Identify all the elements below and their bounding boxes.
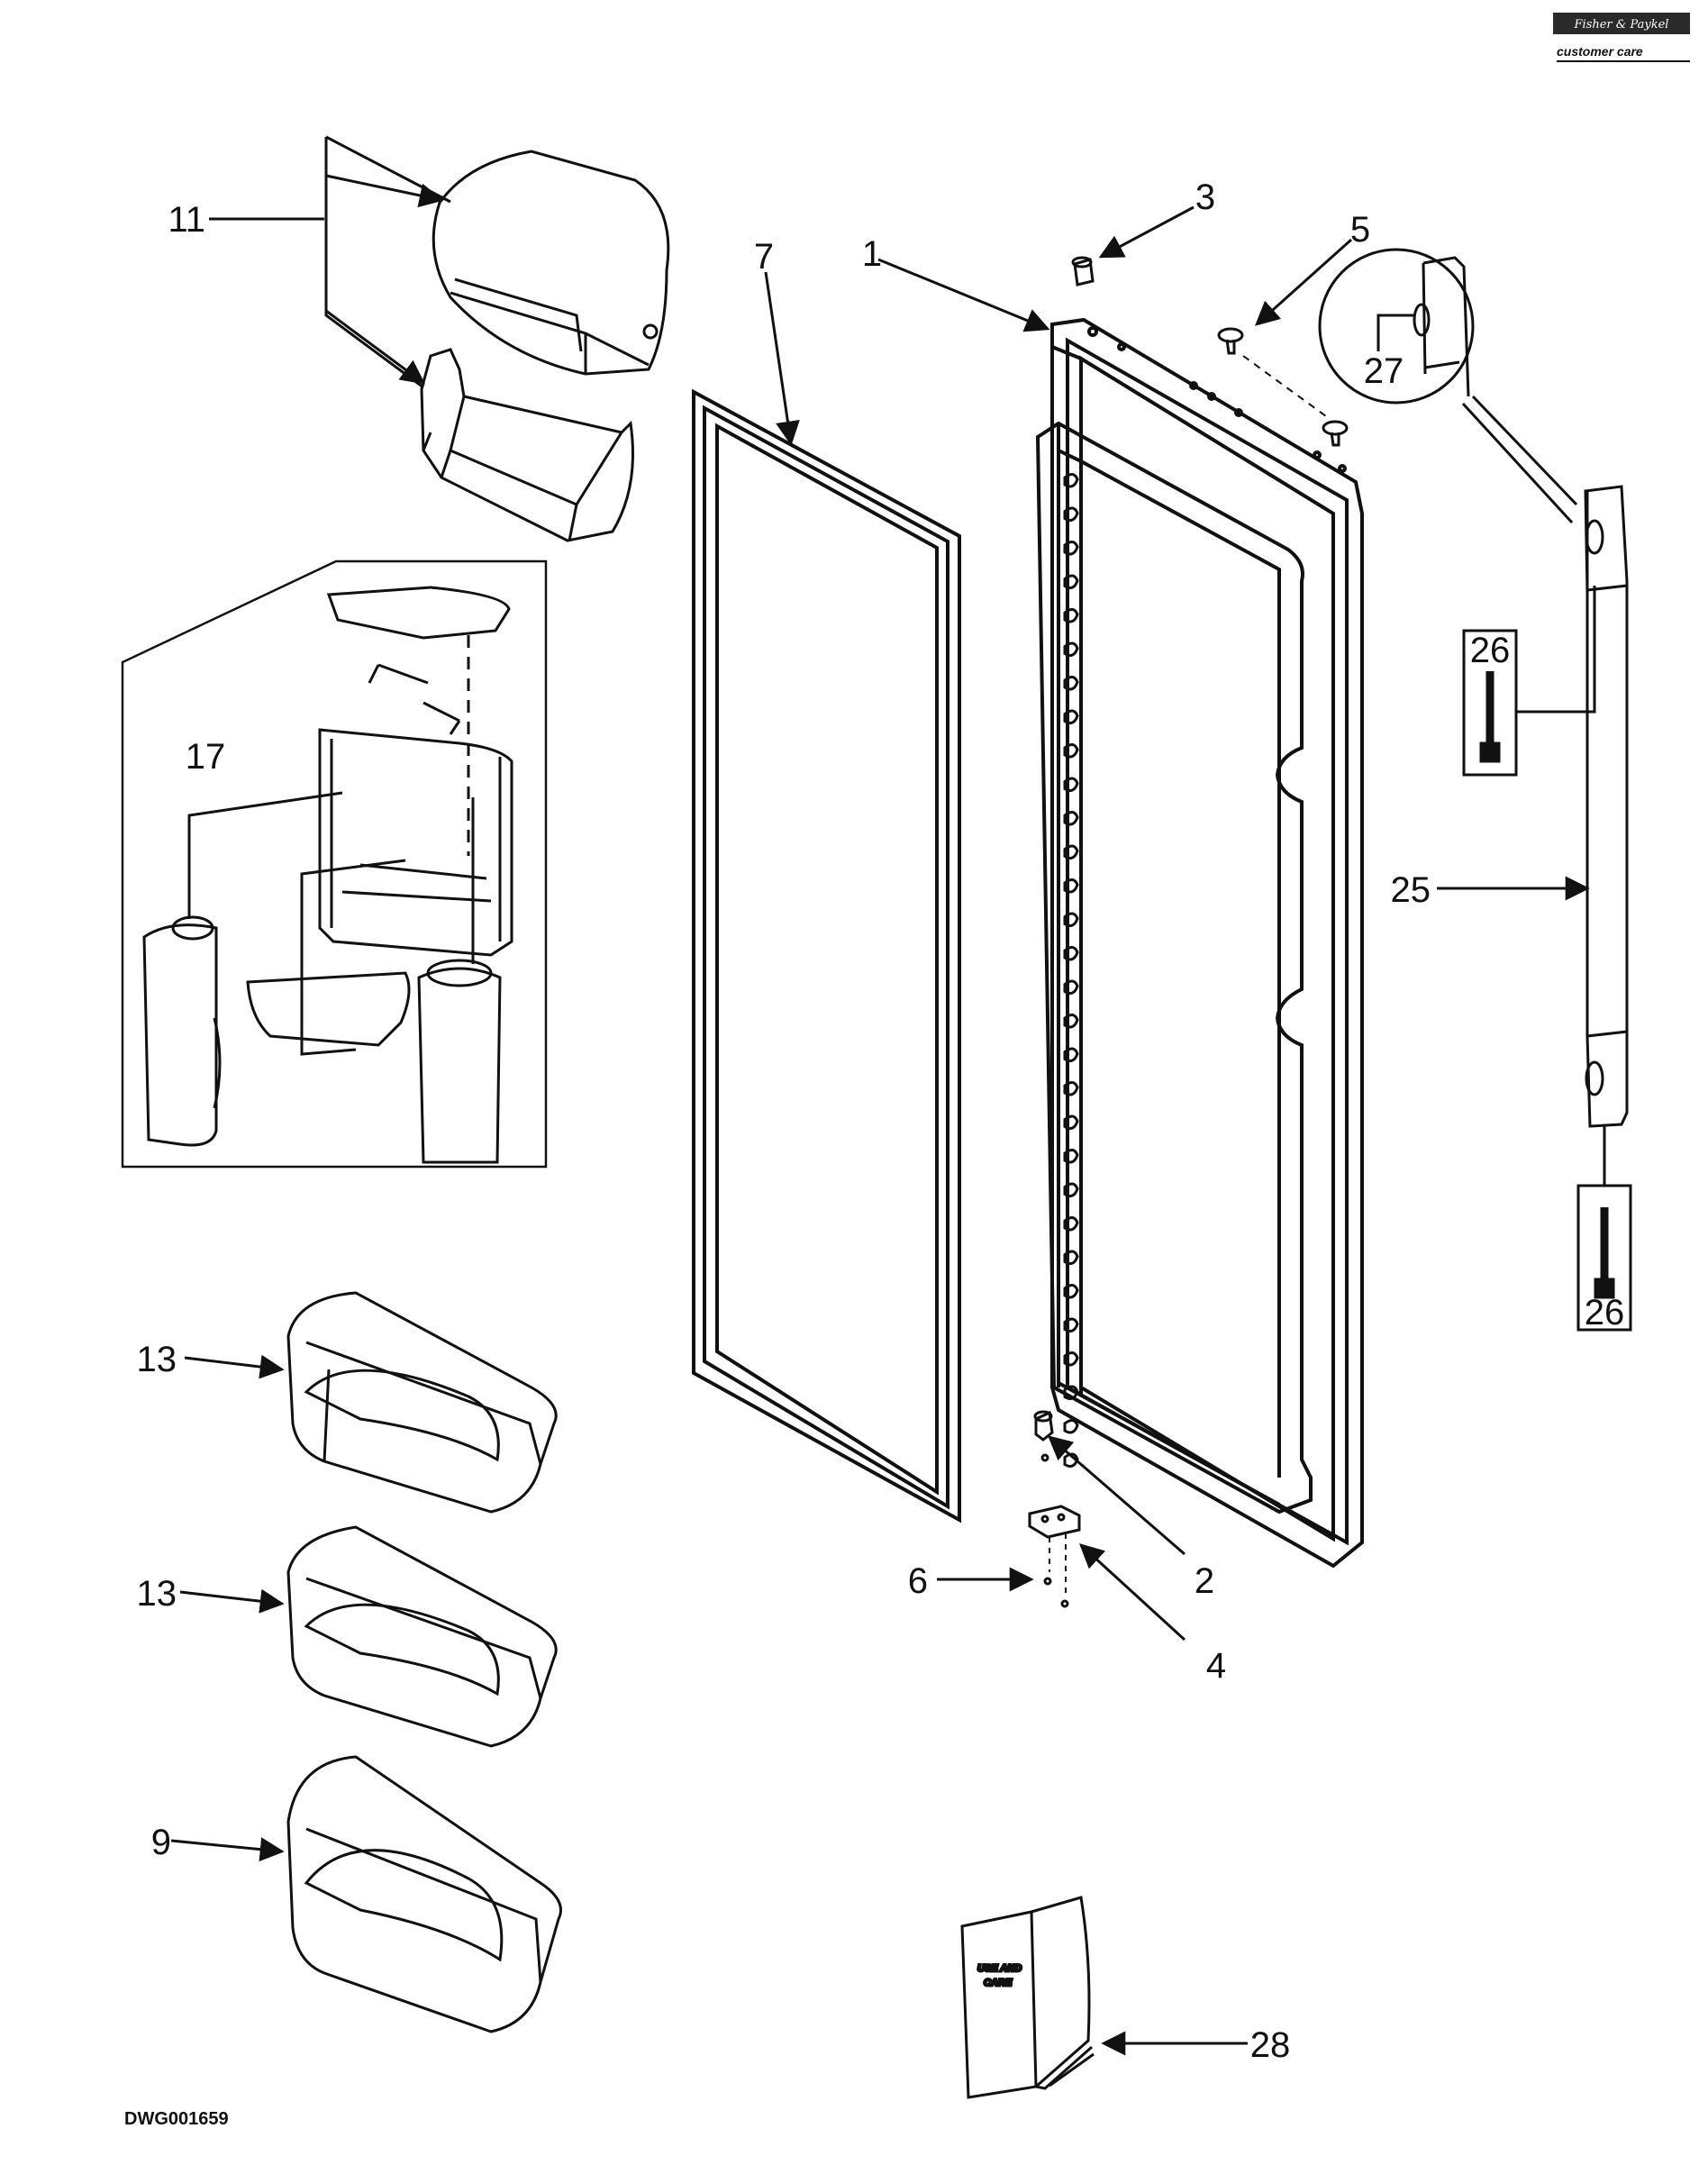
liner-pocket xyxy=(1063,844,1079,860)
liner-pocket xyxy=(1063,743,1079,759)
liner-pocket xyxy=(1063,1182,1079,1197)
label-9: 9 xyxy=(151,1823,171,1862)
liner-pocket xyxy=(1063,541,1079,556)
part-26-handle-screw-top xyxy=(1462,586,1596,777)
liner-pocket xyxy=(1063,1419,1079,1434)
label-13-upper: 13 xyxy=(137,1340,177,1379)
liner-pocket xyxy=(1063,676,1079,691)
label-13-lower: 13 xyxy=(137,1574,177,1614)
liner-pocket xyxy=(1063,912,1079,927)
liner-pocket xyxy=(1063,1284,1079,1299)
liner-pocket xyxy=(1063,878,1079,894)
part-5-screws xyxy=(1217,327,1349,447)
liner-pocket xyxy=(1063,608,1079,623)
label-4: 4 xyxy=(1206,1646,1226,1686)
liner-pocket xyxy=(1063,1317,1079,1333)
label-25: 25 xyxy=(1391,870,1431,910)
label-5: 5 xyxy=(1350,210,1370,250)
label-11: 11 xyxy=(168,200,205,240)
part-25-door-handle xyxy=(1584,485,1629,1128)
liner-pocket xyxy=(1063,1014,1079,1029)
liner-pocket xyxy=(1063,1149,1079,1164)
part-28-use-and-care-guide: USE AND CARE xyxy=(960,1896,1095,2099)
brand-logo: Fisher & Paykel customer care xyxy=(1553,13,1690,62)
liner-pocket xyxy=(1063,1081,1079,1096)
liner-pocket xyxy=(1063,473,1079,488)
drawing-code: DWG001659 xyxy=(124,2109,229,2129)
svg-text:CARE: CARE xyxy=(984,1978,1013,1988)
label-6: 6 xyxy=(908,1561,928,1601)
label-3: 3 xyxy=(1195,177,1215,217)
brand-subtitle: customer care xyxy=(1557,44,1643,59)
part-2-hinge-pin xyxy=(1033,1410,1054,1462)
label-7: 7 xyxy=(754,237,774,277)
liner-pocket xyxy=(1063,709,1079,724)
part-labels: 11 7 1 3 5 27 17 26 25 26 13 13 9 2 4 6 … xyxy=(137,177,1625,2065)
part-11-dairy-compartment xyxy=(324,135,670,542)
label-2: 2 xyxy=(1195,1561,1214,1601)
part-13-door-bin-lower xyxy=(286,1525,558,1748)
liner-pocket xyxy=(1063,946,1079,961)
liner-pocket xyxy=(1063,1385,1079,1400)
liner-pocket xyxy=(1063,506,1079,522)
liner-pocket xyxy=(1063,574,1079,589)
part-17-beverage-module xyxy=(121,559,548,1169)
part-4-hinge-bracket xyxy=(1028,1505,1081,1608)
liner-pocket xyxy=(1063,811,1079,826)
part-27-handle-detail xyxy=(1318,248,1578,524)
liner-pocket xyxy=(1063,641,1079,657)
book-title: USE AND CARE xyxy=(977,1962,1023,1990)
label-1: 1 xyxy=(862,234,882,274)
label-28: 28 xyxy=(1250,2025,1291,2065)
liner-pocket xyxy=(1063,1114,1079,1130)
label-26-bottom: 26 xyxy=(1585,1293,1625,1333)
liner-pocket xyxy=(1063,777,1079,792)
part-1-door-assembly xyxy=(1035,317,1364,1569)
label-17: 17 xyxy=(186,737,226,777)
liner-pocket xyxy=(1063,1250,1079,1265)
part-3-plug xyxy=(1071,256,1095,287)
label-27: 27 xyxy=(1364,351,1404,391)
part-26-handle-screw-bottom xyxy=(1576,1126,1632,1332)
part-13-door-bin-upper xyxy=(286,1291,558,1514)
label-26-top: 26 xyxy=(1470,631,1511,670)
liner-pocket xyxy=(1063,1047,1079,1062)
liner-pocket xyxy=(1063,1216,1079,1232)
part-9-door-bin-bottom xyxy=(286,1755,562,2033)
svg-text:USE AND: USE AND xyxy=(977,1963,1022,1974)
brand-name: Fisher & Paykel xyxy=(1574,18,1669,32)
part-7-door-gasket xyxy=(692,388,961,1524)
liner-pocket xyxy=(1063,979,1079,995)
liner-pocket xyxy=(1063,1351,1079,1367)
leader-lines xyxy=(170,174,1590,2056)
